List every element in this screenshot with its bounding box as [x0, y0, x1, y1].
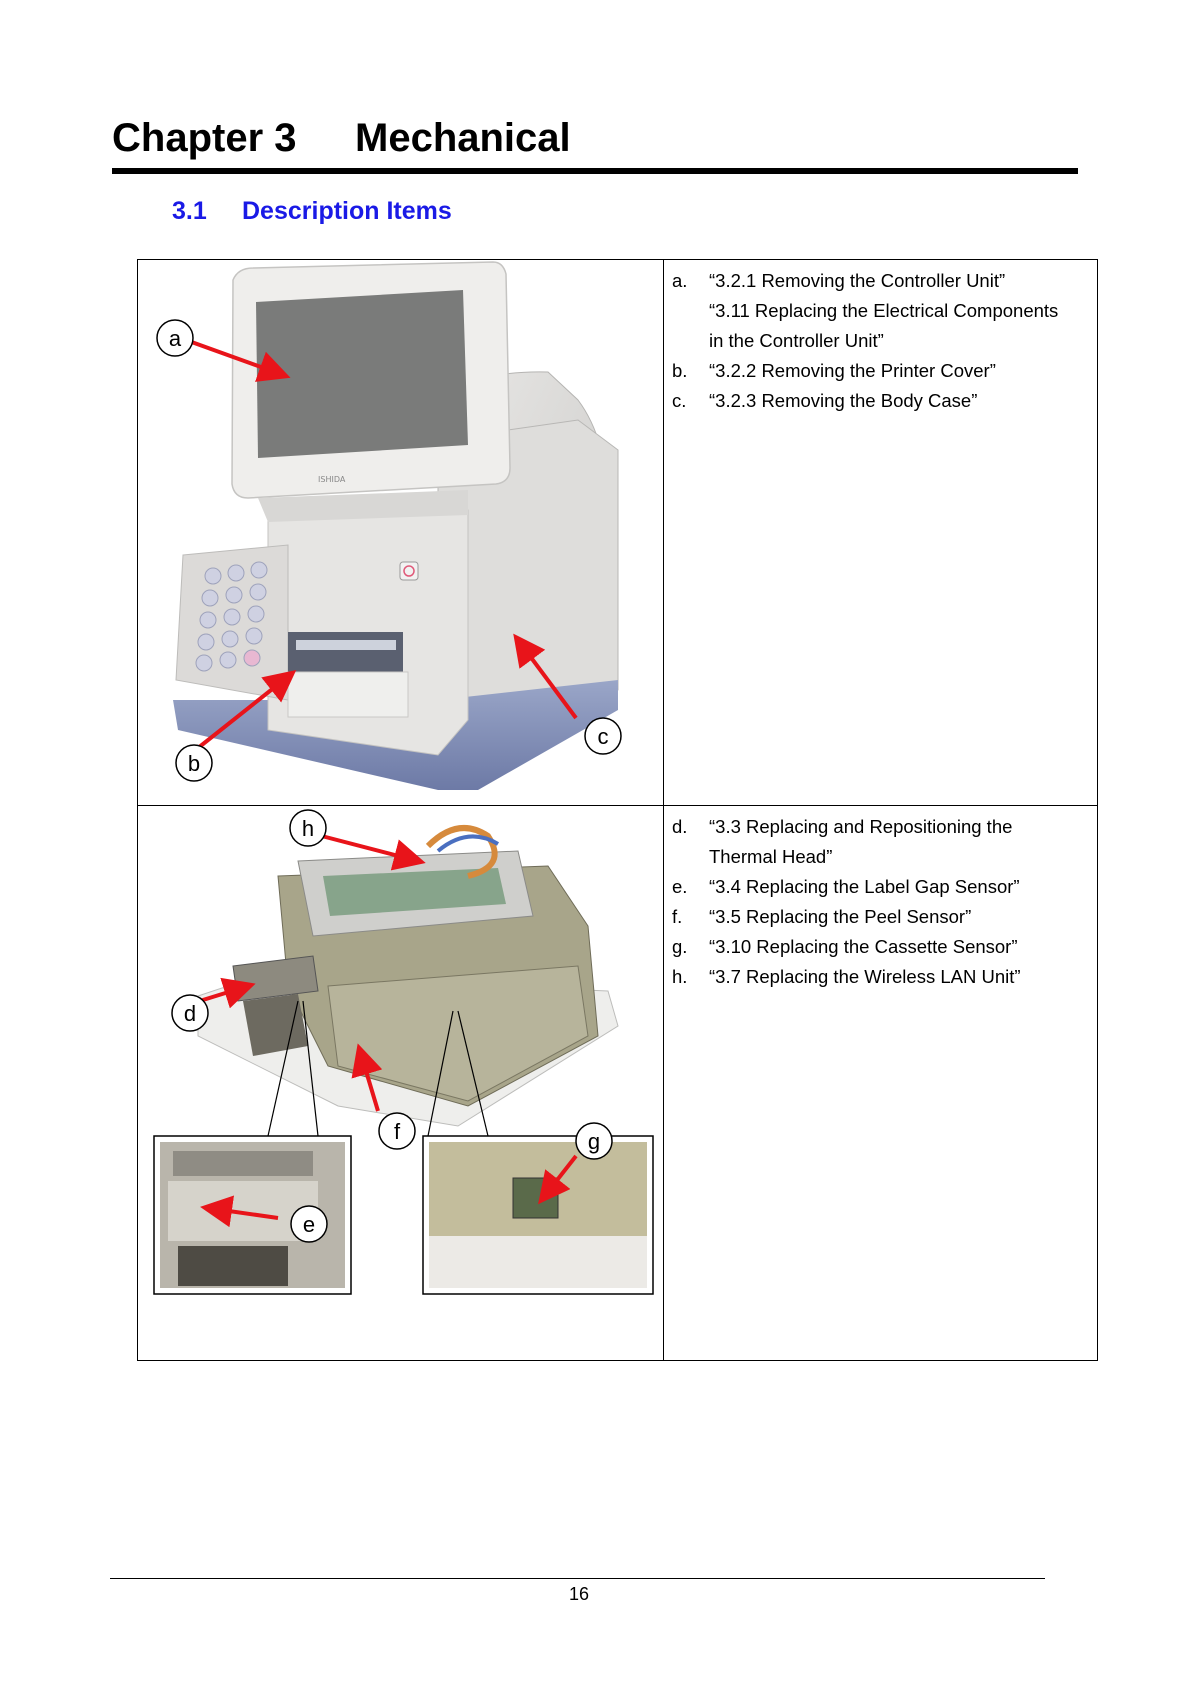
- inset-cassette-sensor: [422, 1135, 654, 1295]
- section-title: Description Items: [242, 197, 452, 225]
- svg-text:f: f: [394, 1119, 401, 1144]
- chapter-rule: [112, 168, 1078, 174]
- callout-f: f: [378, 1112, 416, 1150]
- page-number: 16: [568, 1584, 590, 1604]
- svg-text:d: d: [184, 1001, 196, 1026]
- arrow-a: [185, 338, 291, 382]
- callout-g: g: [575, 1122, 613, 1160]
- svg-text:a: a: [169, 326, 182, 351]
- svg-text:c: c: [598, 724, 609, 749]
- reference-item-g: g. “3.10 Replacing the Cassette Sensor”: [672, 936, 1018, 957]
- monitor-screen: [256, 290, 468, 458]
- svg-text:b: b: [188, 751, 200, 776]
- arrow-g: [538, 1154, 578, 1205]
- description-table: ISHIDA a b c: [137, 259, 1098, 1361]
- reference-item-c: c. “3.2.3 Removing the Body Case”: [672, 390, 978, 411]
- arrow-c: [513, 633, 578, 720]
- svg-text:e: e: [303, 1212, 315, 1237]
- row1-references: a. “3.2.1 Removing the Controller Unit” …: [672, 266, 1092, 416]
- printer-internals-figure: h d f e g: [153, 809, 654, 1295]
- callout-d: d: [171, 994, 209, 1032]
- section-heading: 3.1 Description Items: [172, 199, 452, 224]
- chapter-title: Mechanical: [355, 116, 571, 160]
- reference-item-b: b. “3.2.2 Removing the Printer Cover”: [672, 360, 996, 381]
- arrow-b: [196, 670, 297, 750]
- arrow-h: [313, 832, 426, 871]
- reference-item-a: a. “3.2.1 Removing the Controller Unit” …: [672, 270, 1059, 351]
- table-row-divider: [138, 805, 1097, 806]
- callout-a: a: [156, 319, 194, 357]
- chapter-number: Chapter 3: [112, 116, 297, 160]
- reference-item-h: h. “3.7 Replacing the Wireless LAN Unit”: [672, 966, 1021, 987]
- callout-c: c: [584, 717, 622, 755]
- callout-e: e: [290, 1205, 328, 1243]
- table-column-divider: [663, 260, 664, 1360]
- row2-references: d. “3.3 Replacing and Repositioning the …: [672, 812, 1092, 992]
- reference-item-f: f. “3.5 Replacing the Peel Sensor”: [672, 906, 972, 927]
- chapter-heading: Chapter 3 Mechanical: [112, 118, 571, 158]
- arrow-f: [351, 1043, 383, 1112]
- svg-text:ISHIDA: ISHIDA: [318, 475, 346, 484]
- cable-bundle: [425, 825, 498, 879]
- reference-item-d: d. “3.3 Replacing and Repositioning the …: [672, 816, 1013, 867]
- power-button: [399, 561, 419, 581]
- svg-text:h: h: [302, 816, 314, 841]
- section-number: 3.1: [172, 197, 207, 225]
- footer-rule: [110, 1578, 1045, 1579]
- reference-item-e: e. “3.4 Replacing the Label Gap Sensor”: [672, 876, 1020, 897]
- callout-b: b: [175, 744, 213, 782]
- printer-exterior-figure: ISHIDA a b c: [156, 261, 622, 790]
- printer-slot: [288, 632, 403, 672]
- arrow-e: [200, 1195, 279, 1228]
- svg-text:g: g: [588, 1129, 600, 1154]
- callout-h: h: [289, 809, 327, 847]
